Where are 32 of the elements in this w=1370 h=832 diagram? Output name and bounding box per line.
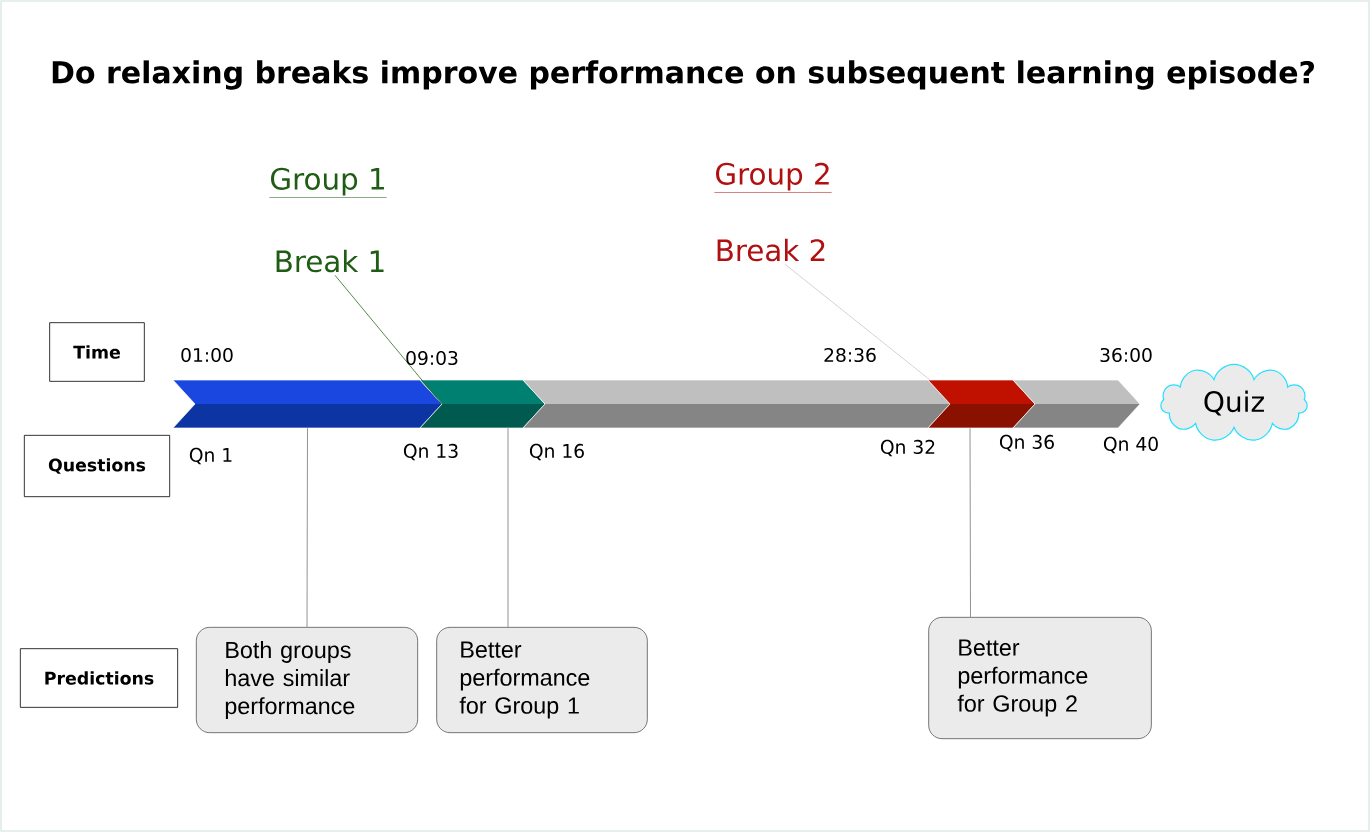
question-label: Qn 13: [403, 443, 458, 461]
prediction-box: Better performance for Group 1: [436, 626, 648, 734]
time-label: 01:00: [181, 347, 233, 363]
time-label: 28:36: [824, 347, 876, 363]
label-box: Questions: [23, 434, 171, 498]
break-label: Break 2: [717, 238, 825, 262]
title: Do relaxing breaks improve performance on subsequent learning episode?: [52, 60, 1315, 90]
time-label: 36:00: [1100, 347, 1152, 363]
label-box: Predictions: [19, 648, 179, 708]
leader-line: [306, 427, 308, 628]
leader-line: [507, 427, 509, 628]
question-label: Qn 40: [1103, 436, 1158, 454]
time-label: 09:03: [406, 350, 458, 366]
group-label: Group 2: [714, 162, 832, 193]
timeline-segment: [419, 379, 546, 429]
timeline-segment: [522, 379, 951, 429]
question-label: Qn 1: [189, 447, 232, 465]
prediction-box: Better performance for Group 2: [928, 616, 1152, 740]
group-label: Group 1: [269, 167, 387, 198]
question-label: Qn 32: [880, 439, 935, 457]
prediction-box: Both groups have similar performance: [195, 626, 419, 734]
leader-line: [784, 263, 931, 381]
timeline-segment: [172, 379, 443, 429]
quiz-cloud: Quiz: [1160, 363, 1308, 441]
break-label: Break 1: [276, 249, 384, 273]
question-label: Qn 36: [999, 434, 1054, 452]
leader-line: [969, 427, 971, 618]
timeline-segment: [927, 379, 1036, 429]
question-label: Qn 16: [529, 443, 584, 461]
leader-line: [334, 274, 443, 405]
timeline-segment: [1012, 379, 1141, 429]
label-box: Time: [49, 322, 145, 382]
